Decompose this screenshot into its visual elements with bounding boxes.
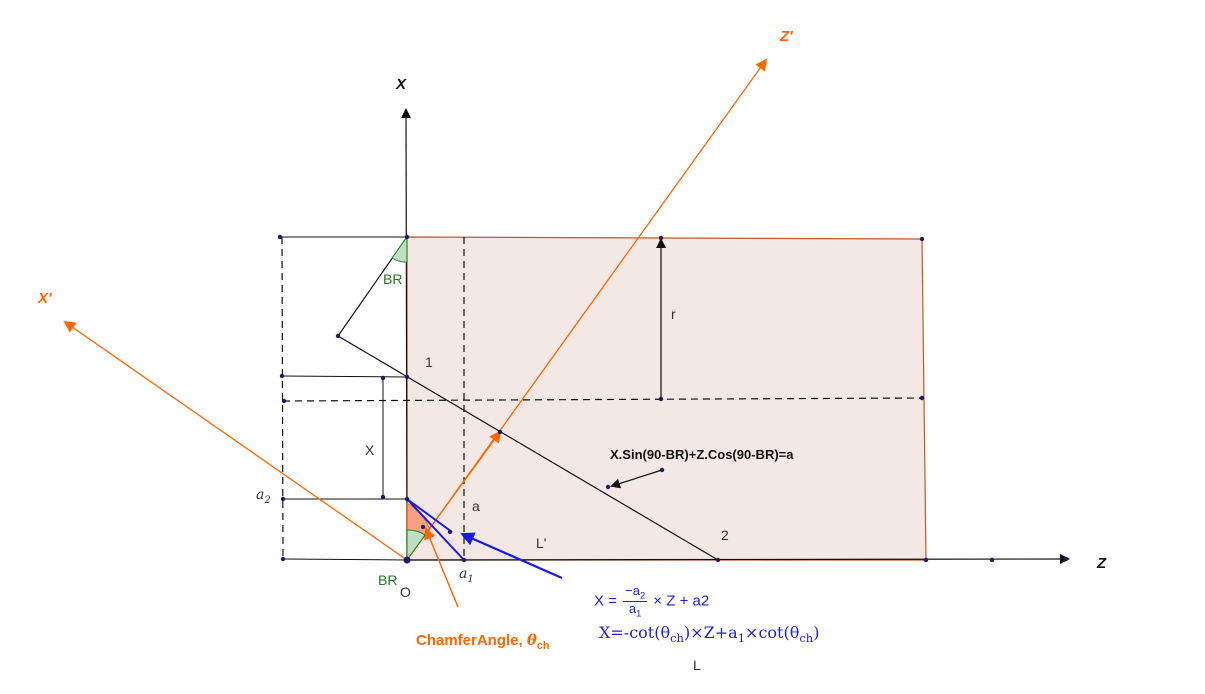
br-bottom-label: BR bbox=[378, 572, 398, 588]
chamfer-angle-pointer bbox=[424, 527, 459, 608]
x-axis-label: X bbox=[396, 76, 407, 93]
a-arrow bbox=[429, 430, 502, 529]
points bbox=[277, 234, 1069, 564]
chamfer-offset-line bbox=[406, 498, 453, 533]
point-1-label: 1 bbox=[425, 354, 433, 370]
l-label: L bbox=[693, 657, 701, 673]
left-dashed-line bbox=[281, 236, 284, 561]
br-angle-arc-bottom bbox=[406, 529, 426, 562]
l-prime-arrow bbox=[460, 532, 563, 580]
origin-label: O bbox=[400, 584, 411, 600]
z-axis bbox=[406, 554, 1070, 565]
x-dimension-label: X bbox=[365, 442, 375, 458]
z-prime-label: Z' bbox=[780, 28, 793, 45]
normal-line-equation: X.Sin(90-BR)+Z.Cos(90-BR)=a bbox=[610, 447, 794, 462]
br-angle-arc-top bbox=[391, 235, 408, 263]
equation-pointer-arrow bbox=[610, 469, 663, 489]
l-prime-label: L' bbox=[536, 535, 547, 551]
x-prime-axis bbox=[63, 320, 408, 561]
a1-label: a1 bbox=[459, 566, 474, 585]
br-top-label: BR bbox=[383, 271, 403, 287]
point-2-label: 2 bbox=[721, 527, 729, 543]
chamfer-equation-cot: X=-cot(θch)×Z+a1×cot(θch) bbox=[599, 623, 820, 646]
chamfer-angle-label: ChamferAngle, θch bbox=[416, 631, 550, 652]
a2-label: a2 bbox=[256, 487, 271, 506]
bottom-guide-line bbox=[282, 558, 408, 561]
x-axis bbox=[401, 108, 412, 561]
r-label: r bbox=[671, 306, 676, 322]
x-prime-label: X' bbox=[38, 290, 52, 307]
chamfer-line bbox=[406, 498, 465, 561]
normal-line bbox=[337, 335, 719, 561]
a-label: a bbox=[472, 498, 480, 514]
center-dashed-line bbox=[282, 397, 923, 402]
z-axis-label: Z bbox=[1097, 555, 1107, 572]
point1-guide-line bbox=[281, 375, 408, 378]
